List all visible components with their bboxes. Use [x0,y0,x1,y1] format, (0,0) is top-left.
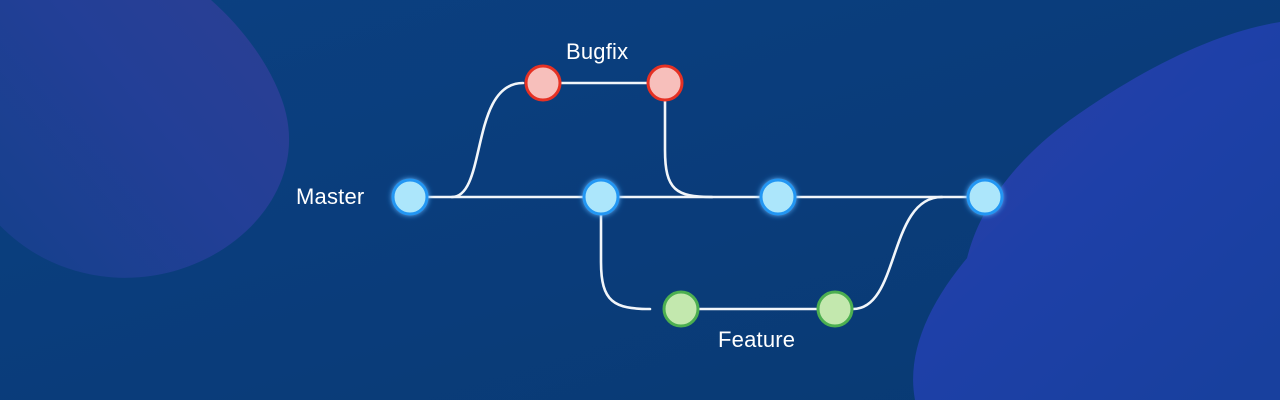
edge-feature-merge-in [851,195,944,311]
edge-group [408,81,987,311]
edge-bugfix-merge-in [663,99,714,199]
commit-node-master-m1[interactable] [391,178,429,216]
commit-node-master-m2[interactable] [582,178,620,216]
edge-bugfix-branch-out [450,81,525,199]
commit-node-master-m3[interactable] [759,178,797,216]
edge-feature-branch-out [599,213,652,311]
blob-top-left [0,0,289,278]
commit-node-bugfix-b1[interactable] [524,64,562,102]
commit-node-feature-f2[interactable] [816,290,854,328]
commit-node-master-m4[interactable] [966,178,1004,216]
commit-node-bugfix-b2[interactable] [646,64,684,102]
master-nodes [391,178,1004,216]
branch-label-feature: Feature [718,327,796,352]
branch-label-master: Master [296,184,365,209]
feature-nodes [662,290,854,328]
branch-label-bugfix: Bugfix [566,39,629,64]
commit-node-feature-f1[interactable] [662,290,700,328]
blob-right [913,22,1280,400]
bugfix-nodes [524,64,684,102]
